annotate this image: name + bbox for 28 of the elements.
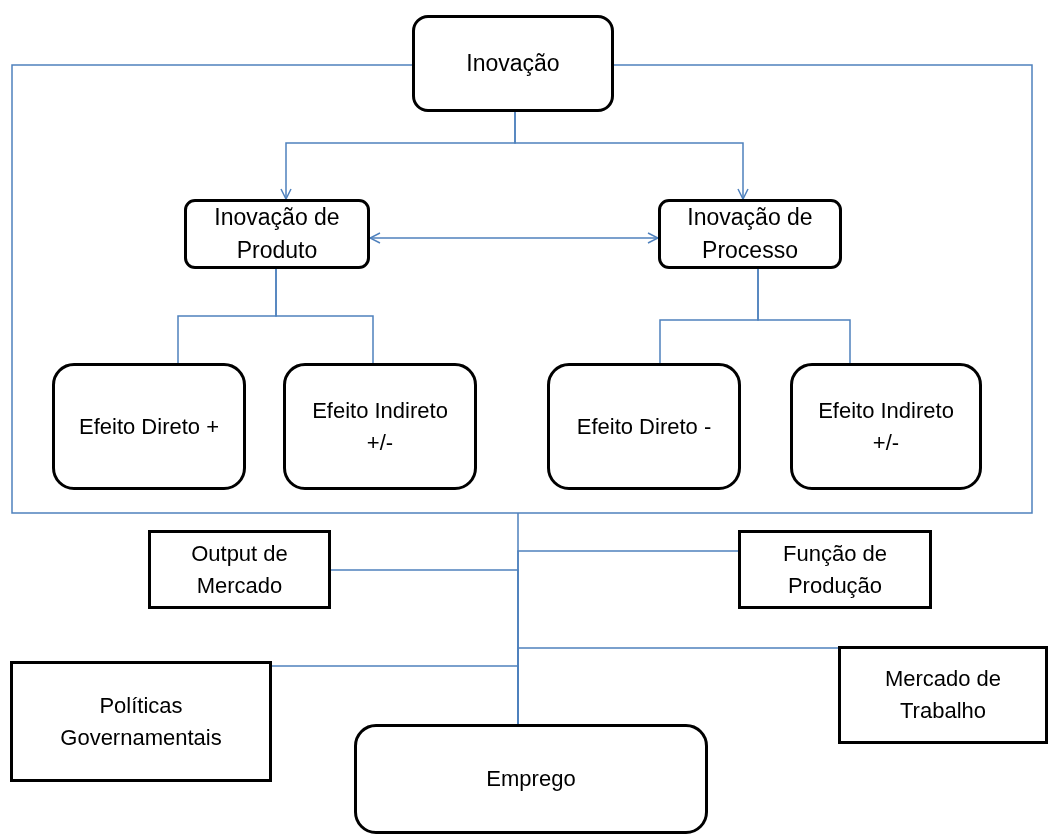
arrow <box>514 111 749 200</box>
rounded-box <box>658 199 842 269</box>
rounded-box <box>283 363 477 490</box>
node-label: Inovação de Processo <box>686 202 814 265</box>
process-box <box>10 661 272 782</box>
process-box <box>738 530 932 609</box>
rounded-box <box>354 724 708 834</box>
rounded-box <box>790 363 982 490</box>
rounded-box <box>184 199 370 269</box>
rounded-box <box>412 15 614 112</box>
rounded-box <box>52 363 246 490</box>
connector-line <box>757 268 851 364</box>
arrow <box>369 232 659 244</box>
node-label: Efeito Indireto +/- <box>817 396 955 457</box>
node-label: Mercado de Trabalho <box>883 665 1003 725</box>
node-label: Políticas Governamentais <box>59 691 223 752</box>
process-box <box>148 530 331 609</box>
node-label: Emprego <box>486 765 576 794</box>
node-label: Efeito Direto + <box>79 412 219 441</box>
node-label: Efeito Indireto +/- <box>311 396 449 457</box>
process-box <box>838 646 1048 744</box>
node-label: Output de Mercado <box>190 539 289 600</box>
node-label: Inovação de Produto <box>213 202 341 265</box>
node-label: Inovação <box>466 48 560 78</box>
node-label: Função de Produção <box>782 539 888 600</box>
node-label: Efeito Direto - <box>576 412 712 441</box>
connector-line <box>275 268 374 364</box>
rounded-box <box>547 363 741 490</box>
